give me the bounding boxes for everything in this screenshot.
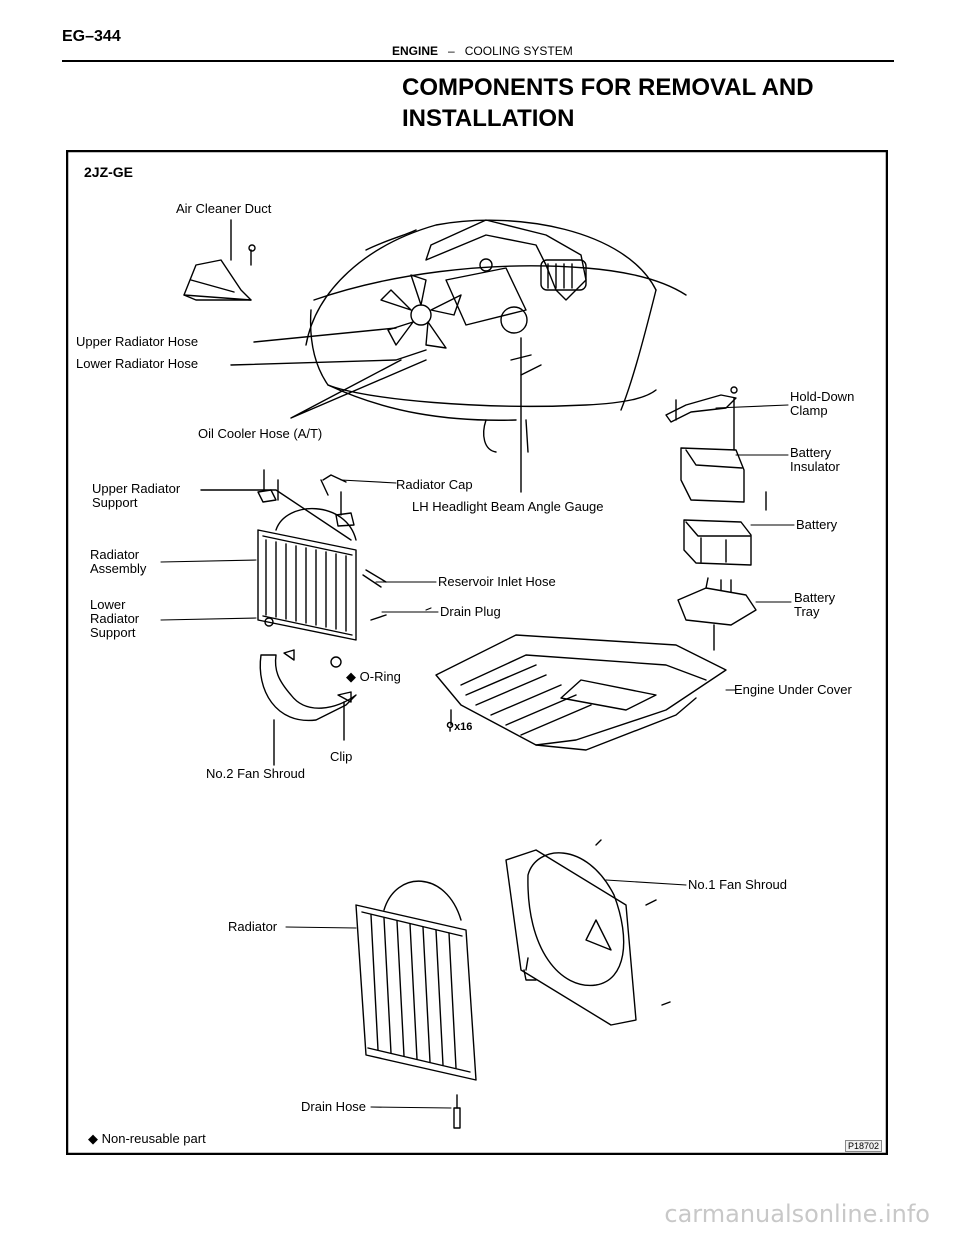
label-reservoir-inlet-hose: Reservoir Inlet Hose: [438, 574, 556, 589]
hose-leaders: [230, 327, 542, 493]
radiator-support-parts: [200, 469, 355, 541]
label-battery-insulator-line-2: Insulator: [790, 459, 840, 474]
label-battery: Battery: [796, 517, 838, 532]
label-drain-plug: Drain Plug: [440, 604, 501, 619]
label-battery-tray: Battery Tray: [794, 591, 835, 619]
diagram-frame: [66, 150, 888, 1155]
label-bolt-count-text: x16: [454, 721, 473, 733]
title-line-2: INSTALLATION: [402, 105, 575, 132]
label-hold-down-clamp: Hold-Down Clamp: [790, 390, 854, 418]
non-reusable-symbol: ◆: [346, 669, 356, 684]
label-drain-hose: Drain Hose: [301, 1099, 367, 1114]
label-leaders: [160, 404, 795, 1109]
subsection-name: COOLING SYSTEM: [464, 44, 573, 58]
section-header: ENGINE – COOLING SYSTEM: [392, 44, 573, 58]
engine-code-label: 2JZ-GE: [84, 164, 134, 180]
label-lower-radiator-support: Lower Radiator Support: [90, 598, 139, 640]
label-air-cleaner-duct: Air Cleaner Duct: [176, 201, 272, 216]
section-name: ENGINE: [392, 44, 439, 58]
label-clip: Clip: [330, 749, 353, 764]
label-hold-down-line-2: Clamp: [790, 403, 828, 418]
label-radiator-assembly-line-2: Assembly: [90, 561, 147, 576]
label-upper-radiator-support: Upper Radiator Support: [92, 482, 180, 510]
legend-text: Non-reusable part: [101, 1131, 206, 1146]
label-lh-headlight-gauge: LH Headlight Beam Angle Gauge: [412, 499, 604, 514]
bolt-icon: ⚲: [446, 721, 455, 733]
legend-symbol: ◆: [88, 1131, 98, 1146]
header-rule: [62, 60, 894, 62]
engine-under-cover-part: [435, 634, 727, 751]
air-cleaner-duct-part: [183, 219, 256, 301]
label-battery-insulator: Battery Insulator: [790, 446, 840, 474]
legend-non-reusable: ◆ Non-reusable part: [88, 1132, 206, 1146]
label-upper-radiator-support-line-2: Support: [92, 495, 138, 510]
label-lower-radiator-support-line-1: Lower: [90, 597, 126, 612]
label-lower-radiator-support-line-2: Radiator: [90, 611, 140, 626]
components-diagram: 2JZ-GE Air Cleaner Duct Upper Radiator H…: [66, 150, 888, 1155]
title-line-1: COMPONENTS FOR REMOVAL AND: [402, 74, 814, 101]
engine-block: [425, 219, 587, 334]
label-radiator-assembly: Radiator Assembly: [90, 548, 146, 576]
label-engine-under-cover: Engine Under Cover: [734, 682, 852, 697]
label-radiator-cap: Radiator Cap: [396, 477, 473, 492]
label-o-ring-text: O-Ring: [359, 669, 401, 684]
label-oil-cooler-hose: Oil Cooler Hose (A/T): [198, 426, 323, 441]
section-separator: –: [448, 44, 455, 58]
car-front-body: [305, 219, 687, 453]
label-upper-radiator-hose: Upper Radiator Hose: [76, 334, 199, 349]
no1-fan-shroud-part: [505, 839, 671, 1026]
label-o-ring: ◆ O-Ring: [346, 670, 401, 684]
label-battery-tray-line-1: Battery: [794, 590, 836, 605]
label-battery-tray-line-2: Tray: [794, 604, 820, 619]
watermark: carmanualsonline.info: [664, 1200, 930, 1228]
radiator-assembly-part: [257, 508, 387, 668]
diagram-drawing: [66, 150, 888, 1155]
label-radiator-assembly-line-1: Radiator: [90, 547, 140, 562]
label-lower-radiator-support-line-3: Support: [90, 625, 136, 640]
label-bolt-count: ⚲x16: [446, 720, 472, 734]
page-title: COMPONENTS FOR REMOVAL AND INSTALLATION: [402, 72, 872, 134]
label-lower-radiator-hose: Lower Radiator Hose: [76, 356, 199, 371]
label-battery-insulator-line-1: Battery: [790, 445, 832, 460]
label-radiator: Radiator: [228, 919, 278, 934]
label-upper-radiator-support-line-1: Upper Radiator: [92, 481, 181, 496]
cooling-fan: [380, 274, 462, 349]
radiator-part: [355, 880, 477, 1129]
label-no1-fan-shroud: No.1 Fan Shroud: [688, 877, 788, 892]
battery-assembly: [665, 386, 767, 651]
label-hold-down-line-1: Hold-Down: [790, 389, 855, 404]
no2-fan-shroud-part: [259, 649, 357, 766]
figure-id: P18702: [844, 1140, 882, 1152]
page-code: EG–344: [62, 28, 121, 45]
label-no2-fan-shroud: No.2 Fan Shroud: [206, 766, 306, 781]
